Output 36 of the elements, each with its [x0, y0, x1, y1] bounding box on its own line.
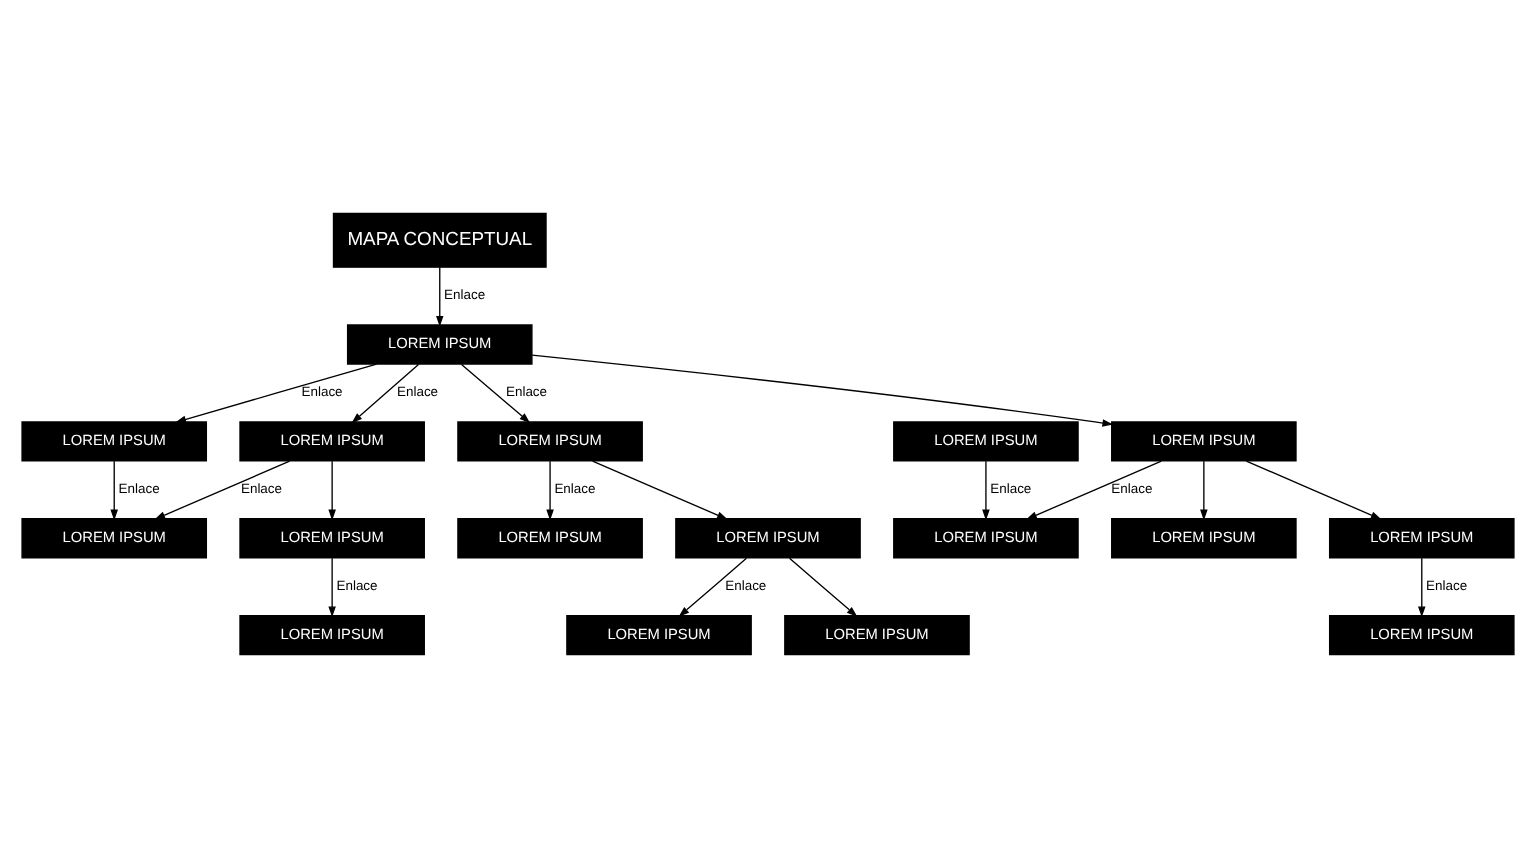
- arrow: [175, 362, 378, 423]
- node-box: LOREM IPSUM: [346, 323, 533, 364]
- node-box: LOREM IPSUM: [675, 517, 861, 558]
- arrow: [678, 556, 748, 616]
- arrow: [546, 459, 554, 520]
- node-box: MAPA CONCEPTUAL: [332, 211, 547, 267]
- node-box: LOREM IPSUM: [1328, 517, 1515, 558]
- arrow: [1418, 556, 1426, 617]
- node-box: LOREM IPSUM: [239, 517, 425, 558]
- arrow: [110, 459, 118, 520]
- arrow: [328, 459, 336, 520]
- arrow: [1245, 459, 1382, 519]
- arrow: [328, 556, 336, 617]
- arrow: [1026, 459, 1162, 519]
- node-box: LOREM IPSUM: [21, 517, 208, 558]
- node-box: LOREM IPSUM: [1111, 517, 1297, 558]
- arrow: [351, 362, 420, 423]
- node-box: LOREM IPSUM: [239, 613, 425, 655]
- arrow: [154, 459, 291, 519]
- arrow: [436, 265, 444, 326]
- arrow: [531, 353, 1114, 426]
- node-box: LOREM IPSUM: [784, 613, 970, 655]
- node-box: LOREM IPSUM: [457, 517, 643, 558]
- node-box: LOREM IPSUM: [893, 517, 1079, 558]
- arrow: [591, 459, 728, 519]
- node-box: LOREM IPSUM: [457, 420, 643, 461]
- arrow: [982, 459, 990, 520]
- arrow: [788, 556, 858, 616]
- node-box: LOREM IPSUM: [566, 613, 752, 655]
- node-box: LOREM IPSUM: [1111, 420, 1297, 461]
- node-box: LOREM IPSUM: [239, 420, 425, 461]
- arrow: [460, 362, 531, 423]
- node-box: LOREM IPSUM: [893, 420, 1079, 461]
- arrow: [1200, 459, 1208, 520]
- node-box: LOREM IPSUM: [21, 420, 208, 461]
- node-box: LOREM IPSUM: [1328, 613, 1515, 655]
